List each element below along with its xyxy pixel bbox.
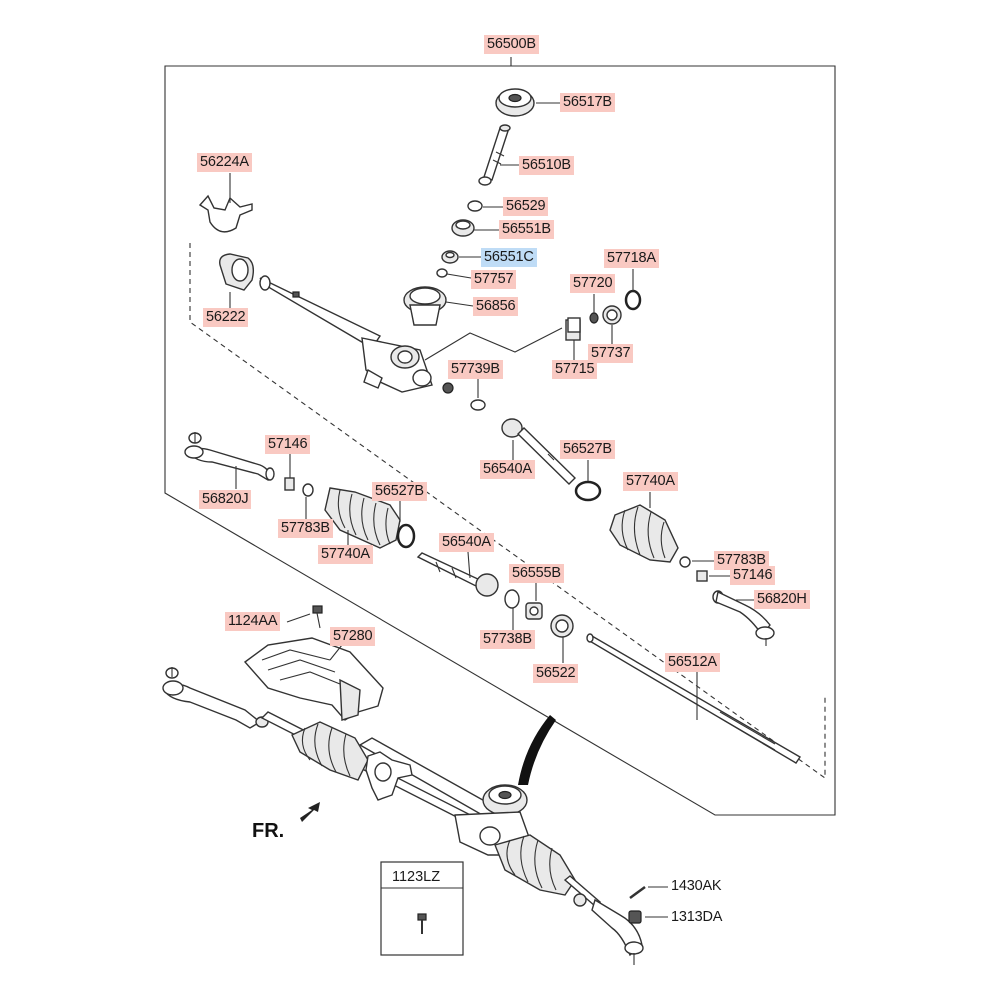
rack-56512A: [586, 633, 801, 764]
ring-57718A: [624, 289, 642, 311]
bearing-56551C: [441, 250, 459, 264]
part-label-57715[interactable]: 57715: [552, 360, 598, 379]
parts-group-outline: [189, 243, 826, 780]
boot-57740A-right: [609, 504, 679, 563]
ring-57757: [436, 268, 448, 278]
ring-57738B: [504, 589, 520, 609]
part-label-57146-left[interactable]: 57146: [265, 435, 311, 454]
part-label-57718A[interactable]: 57718A: [604, 249, 659, 268]
part-label-56529[interactable]: 56529: [503, 197, 549, 216]
part-label-56527B-left[interactable]: 56527B: [372, 482, 427, 501]
heat-shield-57280: [243, 637, 384, 721]
part-label-56551C[interactable]: 56551C: [481, 248, 537, 267]
bush-56522: [550, 614, 574, 638]
part-label-57740A-left[interactable]: 57740A: [318, 545, 373, 564]
part-label-57783B-left[interactable]: 57783B: [278, 519, 333, 538]
assembled-steering-gear: [162, 667, 644, 965]
bearing-56551B: [451, 219, 475, 237]
bolt-box-label[interactable]: 1123LZ: [392, 869, 441, 885]
ring-57739-small: [442, 382, 454, 394]
part-label-57783B-right[interactable]: 57783B: [714, 551, 769, 570]
clamp-56527B-upper: [574, 480, 602, 502]
part-label-57738B[interactable]: 57738B: [480, 630, 535, 649]
part-label-56517B[interactable]: 56517B: [560, 93, 615, 112]
part-label-56224A[interactable]: 56224A: [197, 153, 252, 172]
part-label-56555B[interactable]: 56555B: [509, 564, 564, 583]
part-label-1430AK[interactable]: 1430AK: [671, 878, 722, 894]
part-label-56551B[interactable]: 56551B: [499, 220, 554, 239]
assembly-outline: [164, 57, 836, 816]
part-label-56820J[interactable]: 56820J: [199, 490, 252, 509]
nut-56555B: [525, 602, 543, 620]
plug-57737: [602, 305, 622, 325]
ring-56529: [467, 200, 483, 212]
tie-rod-end-56820J: [184, 432, 275, 482]
part-label-1124AA[interactable]: 1124AA: [225, 612, 281, 631]
part-label-56540A-lower[interactable]: 56540A: [439, 533, 494, 552]
nut-57146-left: [284, 477, 295, 491]
clamp-56224A: [198, 194, 253, 233]
leader-lines: [229, 102, 754, 918]
clip-57783B-right: [679, 556, 691, 568]
part-label-1313DA[interactable]: 1313DA: [671, 909, 723, 925]
part-label-57737[interactable]: 57737: [588, 344, 634, 363]
rack-housing: [259, 275, 433, 393]
inner-tie-rod-lower: [416, 552, 499, 597]
part-label-57280[interactable]: 57280: [330, 627, 376, 646]
bushing-56222: [219, 253, 255, 291]
spring-57720: [589, 312, 599, 324]
part-label-56522[interactable]: 56522: [533, 664, 579, 683]
part-label-57740A-right[interactable]: 57740A: [623, 472, 678, 491]
bolt-box-1123LZ: [380, 861, 464, 956]
part-label-56527B-upper[interactable]: 56527B: [560, 440, 615, 459]
part-label-56856[interactable]: 56856: [473, 297, 519, 316]
part-label-56510B[interactable]: 56510B: [519, 156, 574, 175]
washer-57739B: [470, 399, 486, 411]
part-label-57757[interactable]: 57757: [471, 270, 517, 289]
clamp-56527B-left: [396, 523, 416, 549]
clip-57783B-left: [302, 483, 314, 497]
yoke-57715: [565, 317, 581, 341]
part-label-56540A-upper[interactable]: 56540A: [480, 460, 535, 479]
nut-57146-right: [696, 570, 708, 582]
part-label-57720[interactable]: 57720: [570, 274, 616, 293]
inner-tie-rod-upper: [501, 418, 576, 485]
part-label-56222[interactable]: 56222: [203, 308, 249, 327]
pinion-shaft: [478, 124, 511, 186]
part-label-57146-right[interactable]: 57146: [730, 566, 776, 585]
part-label-56512A[interactable]: 56512A: [665, 653, 720, 672]
front-direction-arrow: [300, 802, 320, 822]
part-label-56500B[interactable]: 56500B: [484, 35, 539, 54]
boot-57740A-left: [324, 487, 401, 549]
cotter-pin-1430AK: [629, 885, 646, 900]
seal-56856: [403, 286, 447, 326]
group-pointer-arrow: [518, 715, 556, 785]
part-label-57739B[interactable]: 57739B: [448, 360, 503, 379]
bolt-1124AA: [312, 605, 323, 629]
pinion-cover: [495, 88, 535, 117]
front-marker-label: FR.: [252, 820, 285, 842]
castle-nut-1313DA: [628, 910, 642, 924]
tie-rod-end-56820H: [712, 590, 775, 646]
part-label-56820H[interactable]: 56820H: [754, 590, 810, 609]
